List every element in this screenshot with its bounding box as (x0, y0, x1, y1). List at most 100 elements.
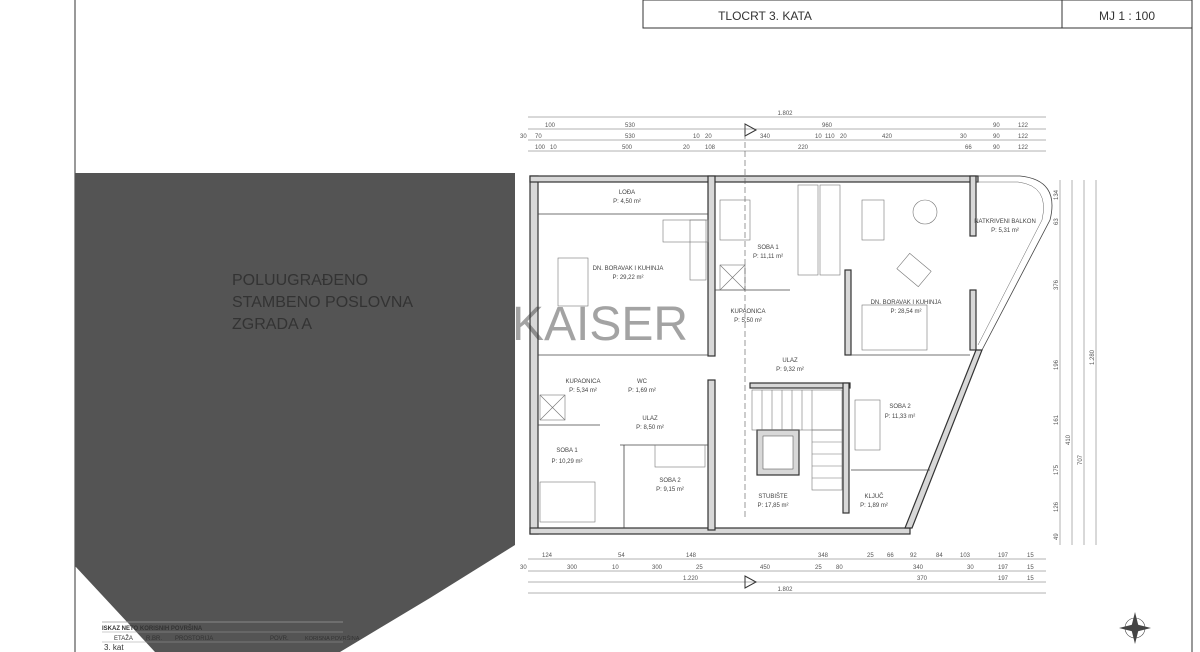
table-column: ETAŽA (114, 634, 133, 642)
svg-text:POLUUGRAĐENO: POLUUGRAĐENO (232, 272, 368, 289)
dimensions-right: 134 63 376 196 161 175 126 49 1.280 707 … (1054, 180, 1097, 545)
svg-text:63: 63 (1054, 218, 1060, 225)
svg-text:1.280: 1.280 (1090, 349, 1096, 365)
svg-text:124: 124 (542, 553, 553, 559)
svg-text:10: 10 (693, 134, 700, 140)
svg-text:20: 20 (683, 145, 690, 151)
svg-text:70: 70 (535, 134, 542, 140)
svg-text:15: 15 (1027, 553, 1034, 559)
svg-text:122: 122 (1018, 134, 1029, 140)
room-name: SOBA 2 (659, 478, 681, 484)
room-area: P: 9,15 m² (656, 487, 684, 493)
room-name: SOBA 1 (757, 245, 779, 251)
svg-text:STAMBENO POSLOVNA: STAMBENO POSLOVNA (232, 294, 413, 311)
svg-text:90: 90 (993, 134, 1000, 140)
room-area: P: 28,54 m² (890, 309, 921, 315)
svg-text:90: 90 (993, 145, 1000, 151)
furniture (539, 184, 938, 523)
room-area: P: 29,22 m² (612, 275, 643, 281)
room-area: P: 5,31 m² (991, 228, 1019, 234)
watermark-logo: KAISER (512, 298, 688, 351)
room-name: WC (637, 379, 648, 385)
svg-text:66: 66 (887, 553, 894, 559)
svg-text:25: 25 (696, 565, 703, 571)
room-name: KUPAONICA (566, 379, 601, 385)
svg-text:103: 103 (960, 553, 971, 559)
svg-text:370: 370 (917, 576, 928, 582)
svg-text:348: 348 (818, 553, 829, 559)
svg-text:340: 340 (913, 565, 924, 571)
table-column: KORISNA POVRŠINA (305, 635, 360, 642)
room-area: P: 5,34 m² (569, 388, 597, 394)
building-walls (529, 175, 1053, 535)
svg-text:84: 84 (936, 553, 943, 559)
svg-text:1.220: 1.220 (683, 576, 699, 582)
svg-text:90: 90 (993, 123, 1000, 129)
room-area: P: 17,85 m² (757, 503, 788, 509)
room-area: P: 11,33 m² (885, 414, 916, 420)
room-name: KUPAONICA (731, 309, 766, 315)
svg-text:54: 54 (618, 553, 625, 559)
svg-text:122: 122 (1018, 123, 1029, 129)
drawing-title: TLOCRT 3. KATA (718, 9, 812, 23)
room-labels: LOĐA P: 4,50 m² DN. BORAVAK I KUHINJA P:… (551, 190, 1035, 509)
svg-text:30: 30 (960, 134, 967, 140)
svg-text:340: 340 (760, 134, 771, 140)
svg-text:300: 300 (567, 565, 578, 571)
table-row: 3. kat (104, 643, 124, 652)
dimensions-top: 1.802 100 530 960 90 122 30 70 530 10 20… (520, 111, 1046, 520)
svg-text:1.802: 1.802 (777, 111, 793, 117)
room-area: P: 8,50 m² (636, 425, 664, 431)
svg-text:134: 134 (1054, 189, 1060, 200)
drawing-scale: MJ 1 : 100 (1099, 9, 1155, 23)
room-name: SOBA 2 (889, 404, 911, 410)
room-area: P: 5,50 m² (734, 318, 762, 324)
room-name: SOBA 1 (556, 448, 578, 454)
svg-text:410: 410 (1066, 434, 1072, 445)
svg-text:10: 10 (550, 145, 557, 151)
room-area: P: 10,29 m² (551, 459, 582, 465)
svg-text:92: 92 (910, 553, 917, 559)
room-name: LOĐA (619, 190, 635, 196)
svg-text:420: 420 (882, 134, 893, 140)
svg-text:126: 126 (1054, 501, 1060, 512)
svg-text:30: 30 (520, 134, 527, 140)
room-name: ULAZ (642, 416, 658, 422)
svg-text:25: 25 (867, 553, 874, 559)
table-column: POVR. (270, 636, 289, 642)
title-block: TLOCRT 3. KATA MJ 1 : 100 (642, 0, 1193, 29)
svg-text:15: 15 (1027, 576, 1034, 582)
svg-text:100: 100 (535, 145, 546, 151)
staircase (751, 389, 843, 491)
svg-text:197: 197 (998, 565, 1009, 571)
svg-text:376: 376 (1054, 279, 1060, 290)
svg-text:20: 20 (840, 134, 847, 140)
svg-text:30: 30 (520, 565, 527, 571)
svg-text:108: 108 (705, 145, 716, 151)
svg-text:30: 30 (967, 565, 974, 571)
svg-text:20: 20 (705, 134, 712, 140)
svg-text:197: 197 (998, 576, 1009, 582)
svg-text:66: 66 (965, 145, 972, 151)
neighbour-label: POLUUGRAĐENO STAMBENO POSLOVNA ZGRADA A (232, 272, 413, 333)
svg-text:80: 80 (836, 565, 843, 571)
area-table: ISKAZ NETO KORISNIH POVRŠINA ETAŽA R.BR.… (102, 621, 360, 652)
room-area: P: 11,11 m² (753, 254, 783, 260)
room-area: P: 1,89 m² (860, 503, 888, 509)
svg-text:15: 15 (1027, 565, 1034, 571)
room-name: KLJUČ (864, 493, 884, 500)
room-area: P: 1,69 m² (628, 388, 656, 394)
table-column: PROSTORIJA (175, 636, 213, 642)
svg-text:197: 197 (998, 553, 1009, 559)
svg-text:1.802: 1.802 (777, 587, 793, 593)
svg-text:25: 25 (815, 565, 822, 571)
room-name: DN. BORAVAK I KUHINJA (871, 300, 942, 306)
table-heading: ISKAZ NETO KORISNIH POVRŠINA (102, 624, 203, 632)
svg-text:530: 530 (625, 134, 636, 140)
svg-text:175: 175 (1054, 464, 1060, 475)
table-column: R.BR. (146, 636, 162, 642)
svg-text:960: 960 (822, 123, 833, 129)
svg-text:49: 49 (1054, 533, 1060, 540)
north-arrow-icon (1119, 612, 1151, 644)
